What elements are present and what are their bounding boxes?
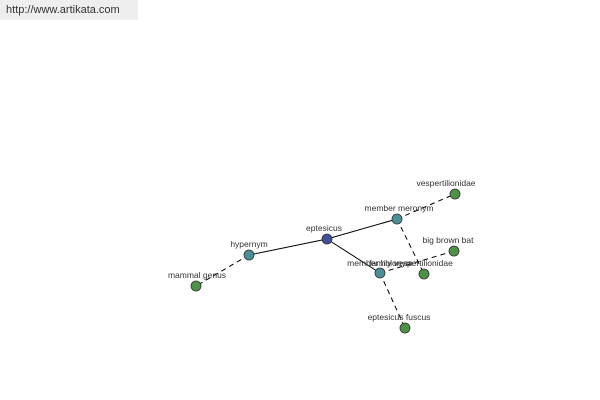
node-label-member-holonym: member holonym: [347, 258, 413, 268]
node-big-brown-bat[interactable]: big brown bat: [422, 235, 474, 257]
node-dot-big-brown-bat[interactable]: [448, 245, 460, 257]
node-label-family-vespertilionidae: family vespertilionidae: [369, 258, 453, 268]
edge-eptesicus-to-hypernym: [248, 238, 328, 256]
node-label-mammal-genus: mammal genus: [168, 270, 226, 280]
node-vespertilionidae[interactable]: vespertilionidae: [416, 178, 476, 200]
edge-member-meronym-to-family-vespertilionidae: [396, 218, 425, 275]
node-layer: eptesicus hypernym member meronym member ho…: [168, 178, 476, 334]
node-label-vespertilionidae: vespertilionidae: [416, 178, 475, 188]
edge-eptesicus-to-member-holonym: [326, 238, 381, 274]
node-label-hypernym: hypernym: [230, 239, 267, 249]
edge-member-holonym-to-eptesicus-fuscus: [379, 272, 406, 329]
node-dot-member-meronym[interactable]: [391, 213, 403, 225]
edge-member-holonym-to-big-brown-bat: [379, 250, 455, 274]
node-eptesicus-fuscus[interactable]: eptesicus fuscus: [368, 312, 431, 334]
node-dot-vespertilionidae[interactable]: [449, 188, 461, 200]
node-mammal-genus[interactable]: mammal genus: [168, 270, 226, 292]
node-member-meronym[interactable]: member meronym: [365, 203, 434, 225]
node-label-eptesicus-fuscus: eptesicus fuscus: [368, 312, 431, 322]
edge-hypernym-to-mammal-genus: [195, 254, 250, 287]
node-dot-hypernym[interactable]: [243, 249, 255, 261]
edge-eptesicus-to-member-meronym: [326, 218, 398, 240]
node-dot-mammal-genus[interactable]: [190, 280, 202, 292]
source-url[interactable]: http://www.artikata.com: [0, 0, 138, 20]
node-eptesicus[interactable]: eptesicus: [306, 223, 342, 245]
node-dot-member-holonym[interactable]: [374, 267, 386, 279]
node-label-eptesicus: eptesicus: [306, 223, 342, 233]
node-dot-family-vespertilionidae[interactable]: [418, 268, 430, 280]
node-member-holonym[interactable]: member holonym: [347, 258, 413, 279]
node-hypernym[interactable]: hypernym: [230, 239, 268, 261]
edge-member-meronym-to-vespertilionidae: [396, 193, 456, 220]
node-dot-eptesicus-fuscus[interactable]: [399, 322, 411, 334]
node-dot-eptesicus[interactable]: [321, 233, 333, 245]
edge-layer: [195, 193, 456, 329]
node-family-vespertilionidae[interactable]: family vespertilionidae: [369, 258, 453, 280]
node-label-big-brown-bat: big brown bat: [422, 235, 474, 245]
node-label-member-meronym: member meronym: [365, 203, 434, 213]
